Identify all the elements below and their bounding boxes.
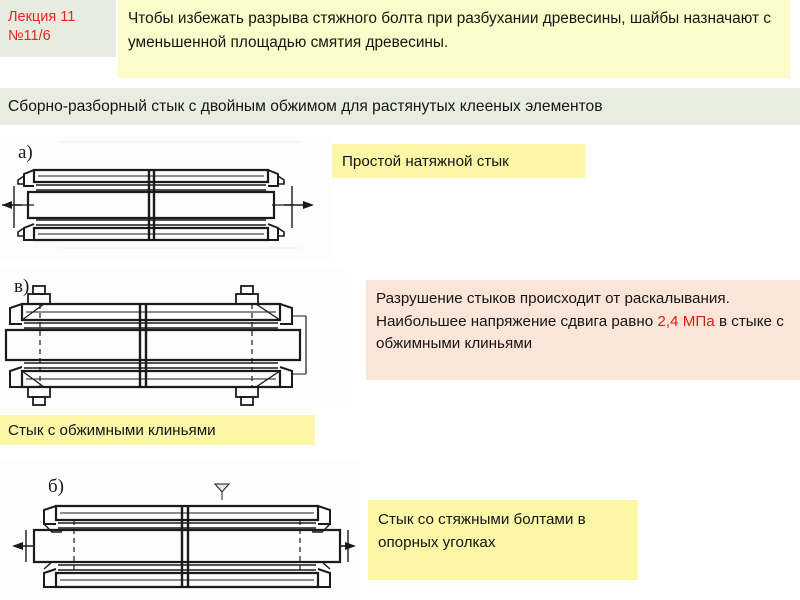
callout-bolt-joint: Стык со стяжными болтами в опорных уголк… — [368, 500, 638, 580]
failure-text-part1: Разрушение стыков происходит от раскалыв… — [376, 290, 730, 330]
callout-simple-joint: Простой натяжной стык — [332, 144, 585, 178]
figure-a-force-arrows — [2, 201, 314, 209]
callout-failure-note: Разрушение стыков происходит от раскалыв… — [366, 280, 800, 380]
failure-text-part2: в стыке с обжимными клиньями — [376, 312, 784, 353]
figure-v-label: в) — [14, 276, 29, 297]
figure-v: в) — [0, 268, 345, 408]
figure-b-force-arrows — [12, 542, 356, 550]
figure-a-drawing: а) — [0, 136, 330, 261]
slide-subtitle: Сборно-разборный стык с двойным обжимом … — [0, 88, 800, 125]
figure-b: б) — [0, 458, 360, 600]
bolt-head — [27, 386, 259, 406]
figure-b-drawing: б) — [0, 458, 360, 600]
figure-a: а) — [0, 136, 330, 261]
bolt-head — [27, 285, 259, 305]
figure-v-drawing: в) — [0, 268, 345, 408]
figure-a-label: а) — [18, 142, 33, 163]
header-note: Чтобы избежать разрыва стяжного болта пр… — [118, 0, 790, 78]
callout-wedge-joint: Стык с обжимными клиньями — [0, 415, 315, 445]
figure-b-label: б) — [48, 476, 64, 497]
lecture-number-tag: Лекция 11 №11/6 — [0, 0, 116, 57]
failure-stress-value: 2,4 МПа — [657, 312, 715, 330]
